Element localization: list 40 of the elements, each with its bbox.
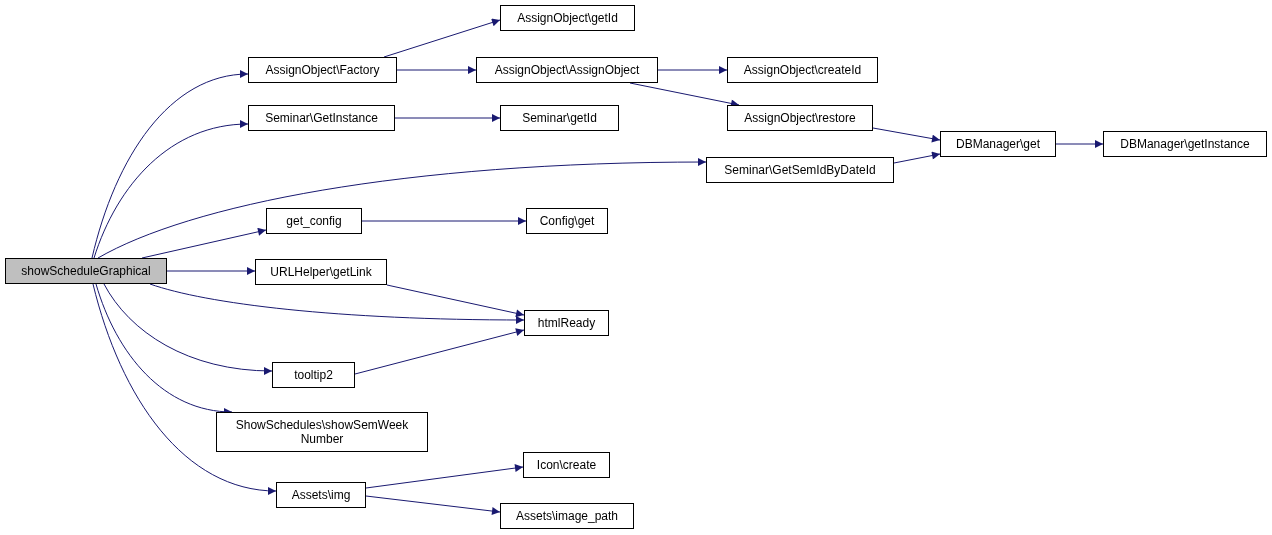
call-arrow: [394, 114, 501, 122]
function-box: AssignObject\restore: [727, 105, 873, 131]
function-box: AssignObject\getId: [500, 5, 635, 31]
call-arrow: [657, 66, 728, 74]
call-arrow: [97, 158, 707, 259]
function-box: Assets\image_path: [500, 503, 634, 529]
function-box: URLHelper\getLink: [255, 259, 387, 285]
call-arrow: [383, 18, 501, 58]
call-arrow: [361, 217, 527, 225]
function-box: Seminar\GetSemIdByDateId: [706, 157, 894, 183]
function-box: get_config: [266, 208, 362, 234]
call-arrow: [893, 151, 941, 164]
function-box: AssignObject\Factory: [248, 57, 397, 83]
function-box: AssignObject\createId: [727, 57, 878, 83]
function-box: Assets\img: [276, 482, 366, 508]
function-box: ShowSchedules\showSemWeek Number: [216, 412, 428, 452]
function-box: Icon\create: [523, 452, 610, 478]
call-arrow: [1055, 140, 1104, 148]
highlighted-function-box: showScheduleGraphical: [5, 258, 167, 284]
call-arrow: [149, 283, 525, 324]
call-arrow: [354, 328, 525, 375]
call-arrow: [141, 227, 267, 259]
function-box: Config\get: [526, 208, 608, 234]
function-box: AssignObject\AssignObject: [476, 57, 658, 83]
function-box: htmlReady: [524, 310, 609, 336]
call-arrow: [166, 267, 256, 275]
call-arrow: [91, 70, 249, 259]
call-arrow: [386, 284, 525, 318]
function-box: Seminar\getId: [500, 105, 619, 131]
call-arrow: [872, 127, 941, 143]
function-box: DBManager\get: [940, 131, 1056, 157]
call-arrow: [396, 66, 477, 74]
call-arrow: [103, 283, 273, 375]
call-arrow: [365, 495, 501, 515]
function-box: tooltip2: [272, 362, 355, 388]
call-arrow: [365, 464, 524, 489]
function-box: DBManager\getInstance: [1103, 131, 1267, 157]
call-arrow: [93, 120, 249, 259]
function-box: Seminar\GetInstance: [248, 105, 395, 131]
call-arrow: [92, 283, 277, 495]
